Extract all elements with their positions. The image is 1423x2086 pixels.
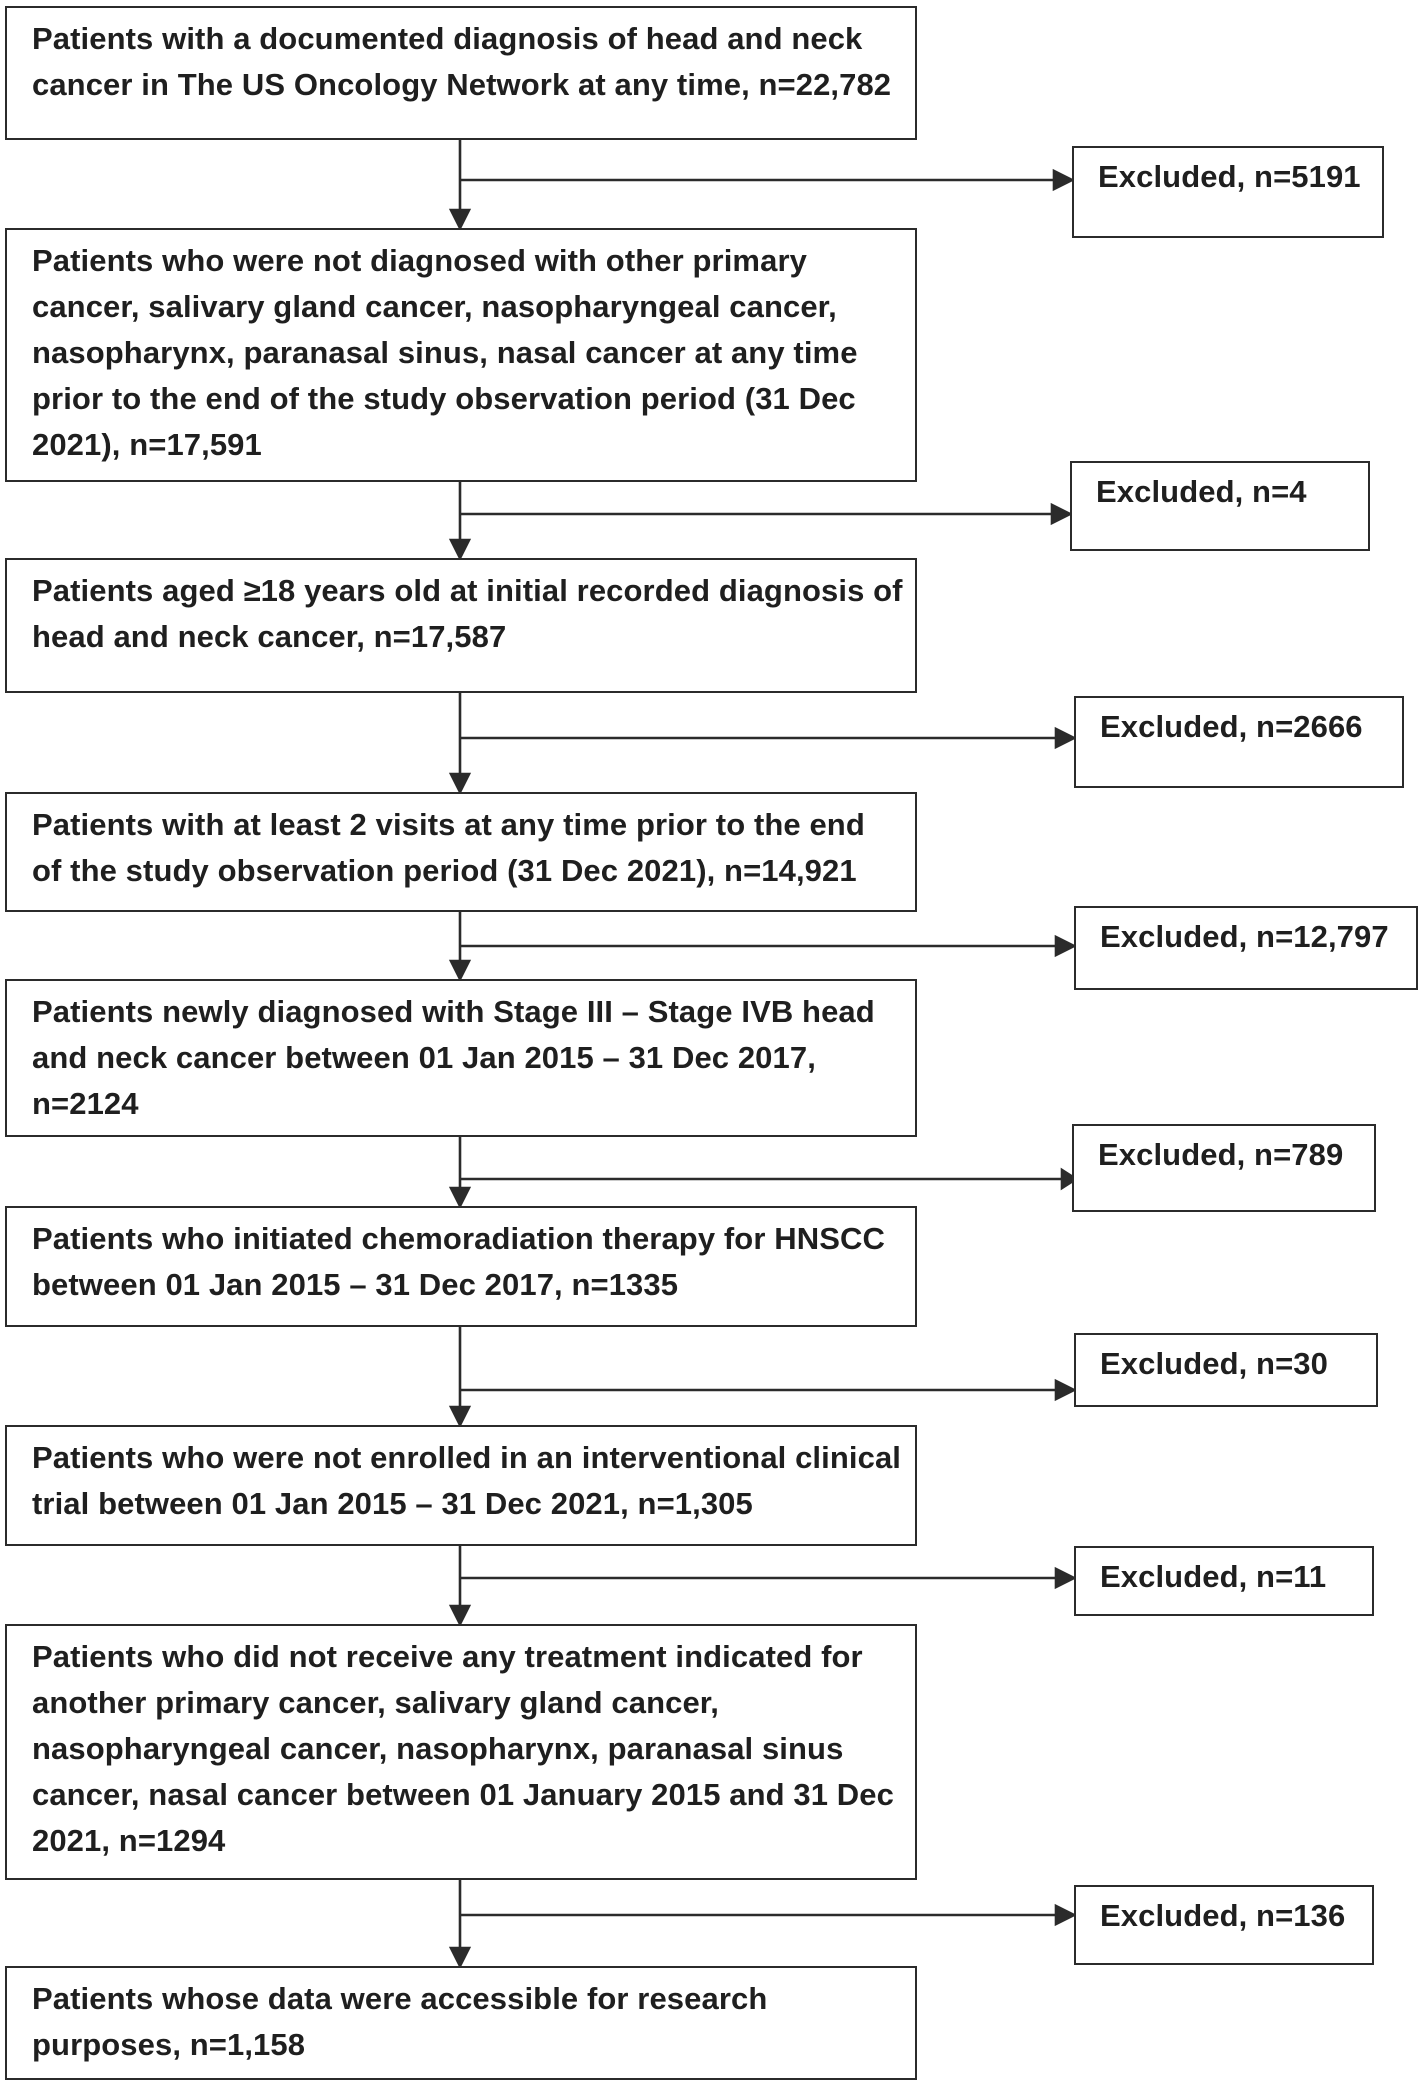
excluded-box-5: Excluded, n=789: [1072, 1124, 1376, 1212]
step-box-3: Patients aged ≥18 years old at initial r…: [5, 558, 917, 693]
step-box-1: Patients with a documented diagnosis of …: [5, 6, 917, 140]
excluded-box-1: Excluded, n=5191: [1072, 146, 1384, 238]
step-box-9: Patients whose data were accessible for …: [5, 1966, 917, 2080]
excluded-box-3: Excluded, n=2666: [1074, 696, 1404, 788]
step-box-4: Patients with at least 2 visits at any t…: [5, 792, 917, 912]
step-box-2: Patients who were not diagnosed with oth…: [5, 228, 917, 482]
step-box-7: Patients who were not enrolled in an int…: [5, 1425, 917, 1546]
step-box-5: Patients newly diagnosed with Stage III …: [5, 979, 917, 1137]
step-box-6: Patients who initiated chemoradiation th…: [5, 1206, 917, 1327]
excluded-box-6: Excluded, n=30: [1074, 1333, 1378, 1407]
excluded-box-2: Excluded, n=4: [1070, 461, 1370, 551]
excluded-box-4: Excluded, n=12,797: [1074, 906, 1418, 990]
excluded-box-7: Excluded, n=11: [1074, 1546, 1374, 1616]
excluded-box-8: Excluded, n=136: [1074, 1885, 1374, 1965]
step-box-8: Patients who did not receive any treatme…: [5, 1624, 917, 1880]
